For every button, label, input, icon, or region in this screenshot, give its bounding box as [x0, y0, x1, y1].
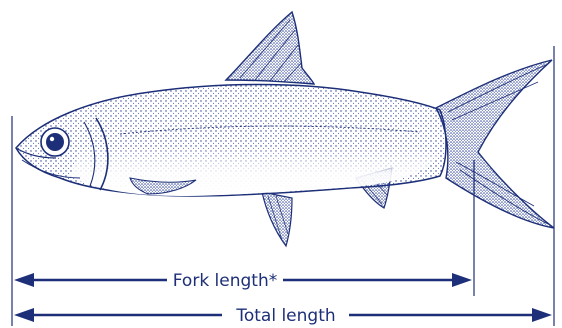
- total-length-measure: Total length: [14, 306, 552, 326]
- caudal-fin: [436, 60, 554, 228]
- dorsal-fin: [226, 12, 314, 84]
- fork-length-arrowhead-left: [14, 273, 34, 287]
- fish-eye: [41, 128, 69, 156]
- total-length-arrowhead-left: [14, 308, 34, 322]
- total-length-label: Total length: [235, 306, 335, 326]
- fork-length-measure: Fork length*: [14, 271, 472, 291]
- fork-length-label: Fork length*: [173, 271, 278, 291]
- fork-length-arrowhead-right: [452, 273, 472, 287]
- fish-illustration: [16, 12, 554, 246]
- total-length-arrowhead-right: [532, 308, 552, 322]
- fish-body: [16, 85, 446, 197]
- pelvic-fin: [262, 192, 292, 246]
